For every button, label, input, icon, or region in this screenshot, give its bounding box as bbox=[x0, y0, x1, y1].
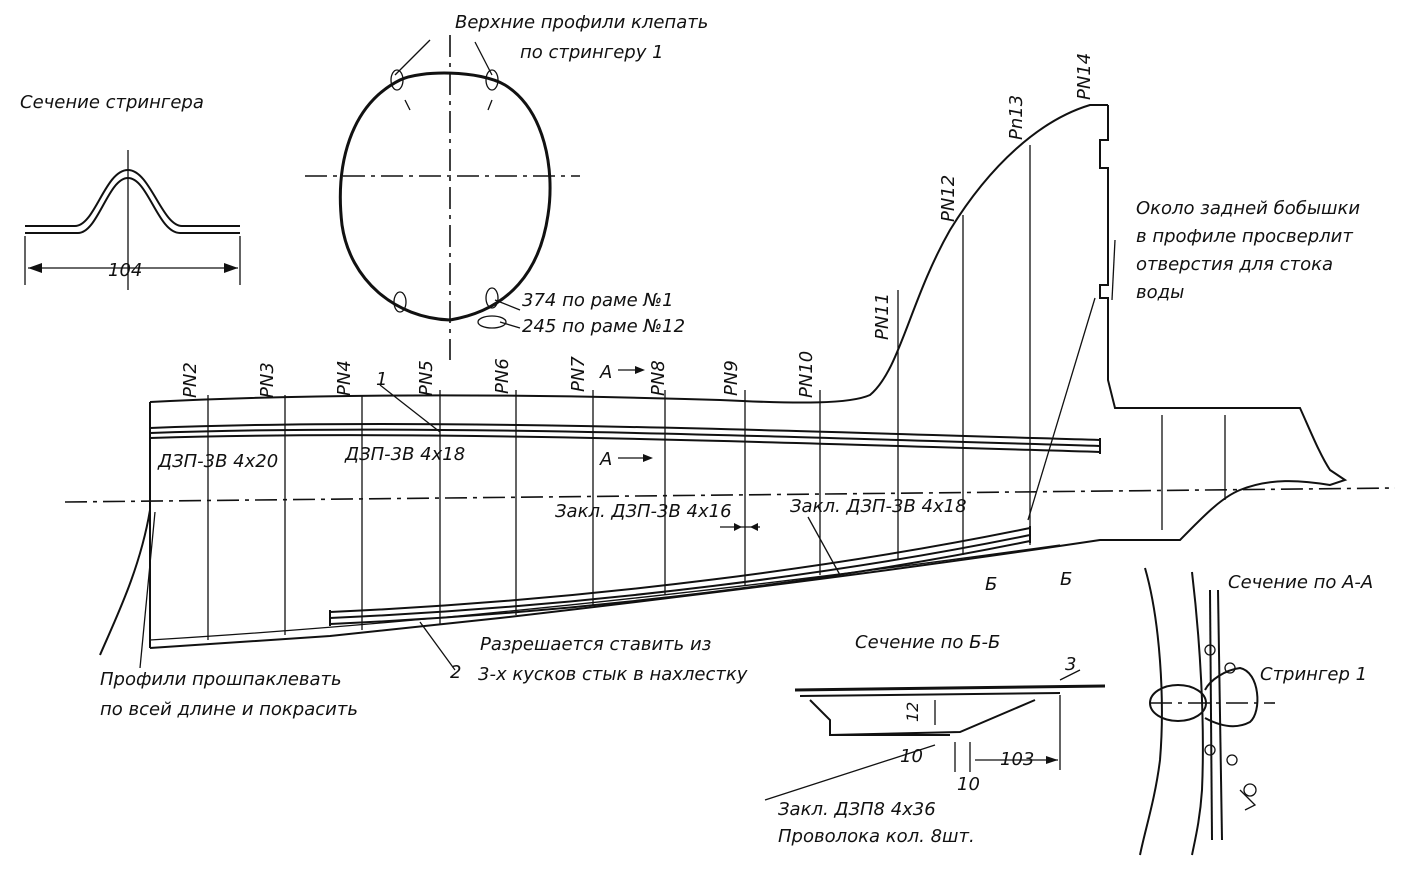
frame-label: PN6 bbox=[492, 358, 513, 394]
stringer-section-drawing bbox=[24, 150, 241, 290]
rear-note-line2: в профиле просверлит bbox=[1136, 226, 1353, 247]
rear-note-line1: Около задней бобышки bbox=[1136, 198, 1360, 219]
dim-10-left: 10 bbox=[900, 746, 923, 767]
section-aa-title: Сечение по А-А bbox=[1228, 572, 1373, 593]
top-note-line1: Верхние профили клепать bbox=[455, 12, 708, 33]
frame-label: PN3 bbox=[257, 362, 278, 398]
rivet-note-line2: Проволока кол. 8шт. bbox=[778, 826, 975, 847]
frame-label: PN14 bbox=[1074, 53, 1095, 100]
section-bb-drawing bbox=[764, 669, 1106, 801]
frame1-note: 374 по раме №1 bbox=[522, 290, 674, 311]
putty-note-line1: Профили прошпаклевать bbox=[100, 669, 342, 690]
rivet-note-line1: Закл. ДЗП8 4x36 bbox=[778, 799, 936, 820]
section-aa-drawing bbox=[1139, 567, 1275, 856]
stringer1-label: Стрингер 1 bbox=[1260, 664, 1367, 685]
profile-label-a: ДЗП-3В 4x20 bbox=[157, 451, 278, 472]
frame-label: PN10 bbox=[796, 351, 817, 398]
dim-10-bottom: 10 bbox=[957, 774, 980, 795]
stringer-section-title: Сечение стрингера bbox=[20, 92, 204, 113]
callout-3: 3 bbox=[1065, 654, 1076, 675]
frame-label: PN5 bbox=[416, 360, 437, 396]
section-mark-a-top: А bbox=[599, 362, 612, 383]
section-mark-b-left: Б bbox=[985, 574, 997, 595]
dim-12: 12 bbox=[903, 702, 922, 722]
frame-label: PN9 bbox=[721, 360, 742, 396]
profile-label-b: ДЗП-3В 4x18 bbox=[344, 444, 465, 465]
lower-label-a: Закл. ДЗП-3В 4x16 bbox=[555, 501, 732, 522]
top-note-line2: по стрингеру 1 bbox=[520, 42, 664, 63]
frame-label: PN4 bbox=[334, 360, 355, 396]
frame-label: PN11 bbox=[872, 293, 893, 340]
cross-section-drawing bbox=[305, 35, 580, 360]
stringer-width-dim: 104 bbox=[108, 260, 142, 281]
callout-2: 2 bbox=[450, 662, 461, 683]
allow-note-line2: 3-х кусков стык в нахлестку bbox=[478, 664, 748, 685]
putty-note-line2: по всей длине и покрасить bbox=[100, 699, 358, 720]
frame-label: PN2 bbox=[180, 362, 201, 398]
frame-label: PN7 bbox=[568, 356, 589, 392]
allow-note-line1: Разрешается ставить из bbox=[480, 634, 711, 655]
section-bb-title: Сечение по Б-Б bbox=[855, 632, 1000, 653]
section-mark-b-right: Б bbox=[1060, 569, 1072, 590]
dim-103: 103 bbox=[1000, 749, 1034, 770]
frame12-note: 245 по раме №12 bbox=[522, 316, 685, 337]
lower-label-b: Закл. ДЗП-3В 4x18 bbox=[790, 496, 967, 517]
rear-note-line3: отверстия для стока bbox=[1136, 254, 1333, 275]
rear-note-line4: воды bbox=[1136, 282, 1184, 303]
frame-label: Pn13 bbox=[1006, 95, 1027, 140]
callout-1: 1 bbox=[376, 369, 387, 390]
frame-label: PN12 bbox=[938, 175, 959, 222]
side-view-drawing bbox=[64, 104, 1396, 671]
section-mark-a-bottom: А bbox=[599, 449, 612, 470]
frame-label: PN8 bbox=[648, 360, 669, 396]
